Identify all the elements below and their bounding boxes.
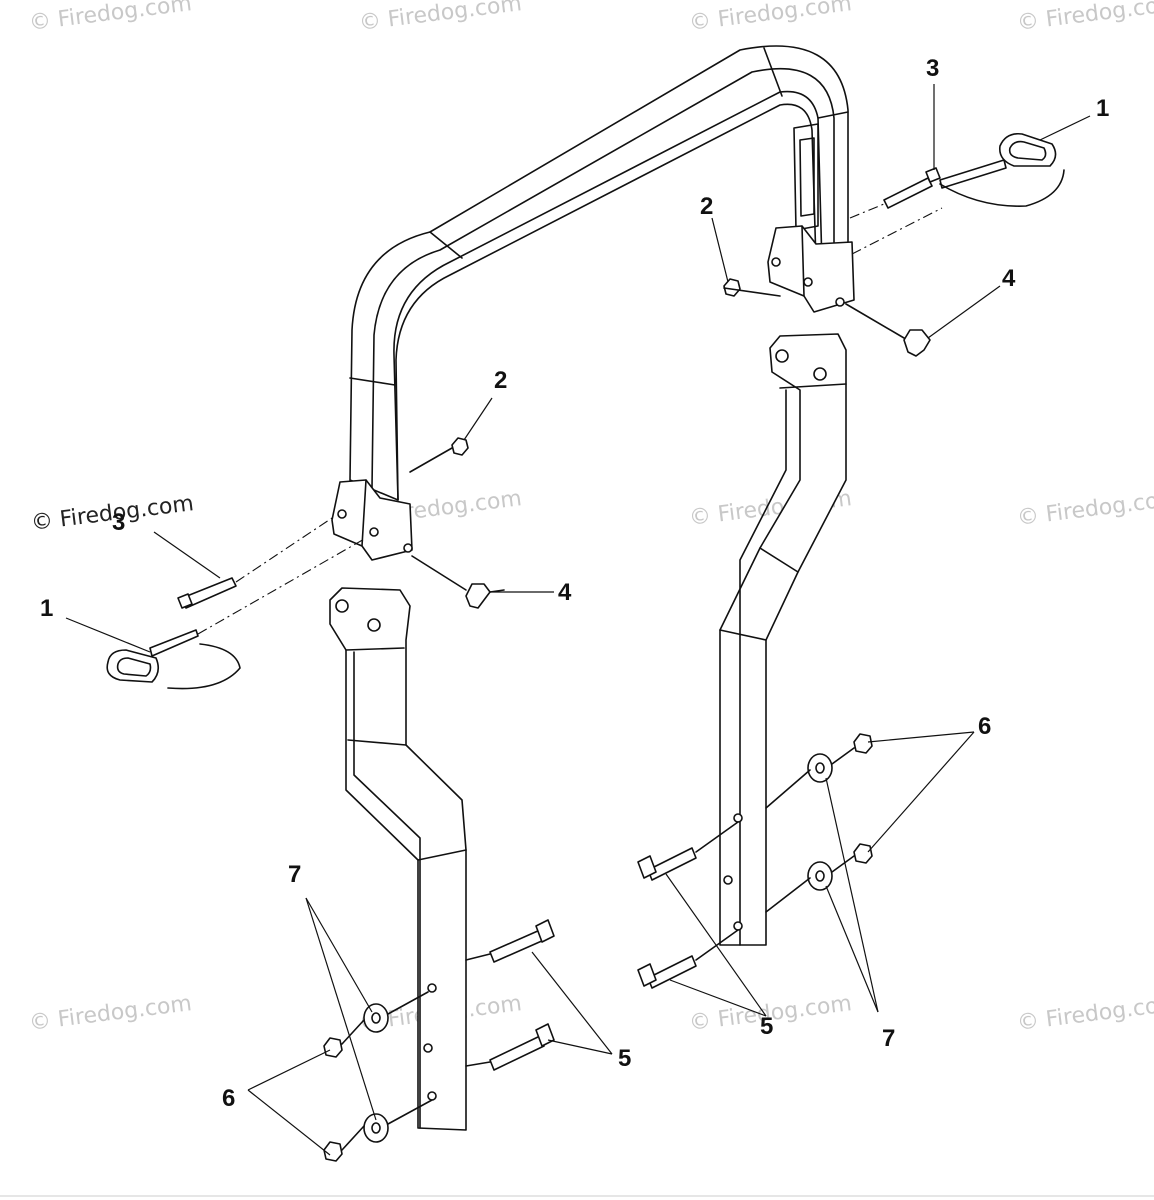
- nut-left-lower-a: [323, 1037, 343, 1058]
- knob-left: [465, 583, 505, 609]
- upper-roll-bar: [331, 45, 855, 561]
- washer-right-lower: [807, 861, 833, 891]
- watermark: © Firedog.com: [1016, 991, 1154, 1036]
- callout-6-left: 6: [222, 1085, 235, 1112]
- washer-left-upper: [363, 1003, 389, 1033]
- hitch-pin-left: [106, 629, 241, 690]
- callout-4-right: 4: [1002, 265, 1016, 292]
- nut-left-upper: [451, 437, 469, 456]
- leader-lines: [65, 84, 1091, 1156]
- hitch-pin-right: [939, 132, 1065, 207]
- callout-2-right: 2: [700, 193, 713, 220]
- watermark: © Firedog.com: [358, 0, 523, 36]
- callout-5-right: 5: [760, 1013, 773, 1040]
- assembly-lines: [197, 203, 943, 1151]
- callout-7-left: 7: [288, 861, 301, 888]
- watermark: © Firedog.com: [1016, 486, 1154, 531]
- callout-1-left: 1: [40, 595, 53, 622]
- callout-2-left: 2: [494, 367, 507, 394]
- washer-right-upper: [807, 753, 833, 783]
- callout-7-right: 7: [882, 1025, 895, 1052]
- watermark: © Firedog.com: [28, 0, 193, 36]
- watermark: © Firedog.com: [28, 991, 193, 1036]
- nut-right-lower-b: [853, 843, 873, 864]
- callout-3-left: 3: [112, 509, 125, 536]
- nut-left-lower-b: [323, 1141, 343, 1162]
- nut-right-upper: [723, 278, 741, 297]
- washer-left-lower: [363, 1113, 389, 1143]
- right-lower-post: [719, 333, 847, 946]
- callout-5-left: 5: [618, 1045, 631, 1072]
- knob-right: [903, 329, 931, 357]
- bolt-right-upper: [637, 847, 697, 881]
- bolt-left-lower: [489, 1023, 555, 1071]
- nut-right-lower-a: [853, 733, 873, 754]
- bolt-pin-right: [883, 167, 941, 209]
- watermark: © Firedog.com: [688, 0, 853, 36]
- callout-labels: 1 1 2 2 3 3 4 4 5 5 6 6 7 7: [40, 55, 1109, 1112]
- left-lower-post: [329, 587, 467, 1131]
- bolt-right-lower: [637, 955, 697, 989]
- bolt-pin-left: [177, 577, 237, 609]
- callout-3-right: 3: [926, 55, 939, 82]
- callout-4-left: 4: [558, 579, 572, 606]
- watermark: © Firedog.com: [1016, 0, 1154, 36]
- bolt-left-upper: [489, 919, 555, 963]
- callout-6-right: 6: [978, 713, 991, 740]
- callout-1-right: 1: [1096, 95, 1109, 122]
